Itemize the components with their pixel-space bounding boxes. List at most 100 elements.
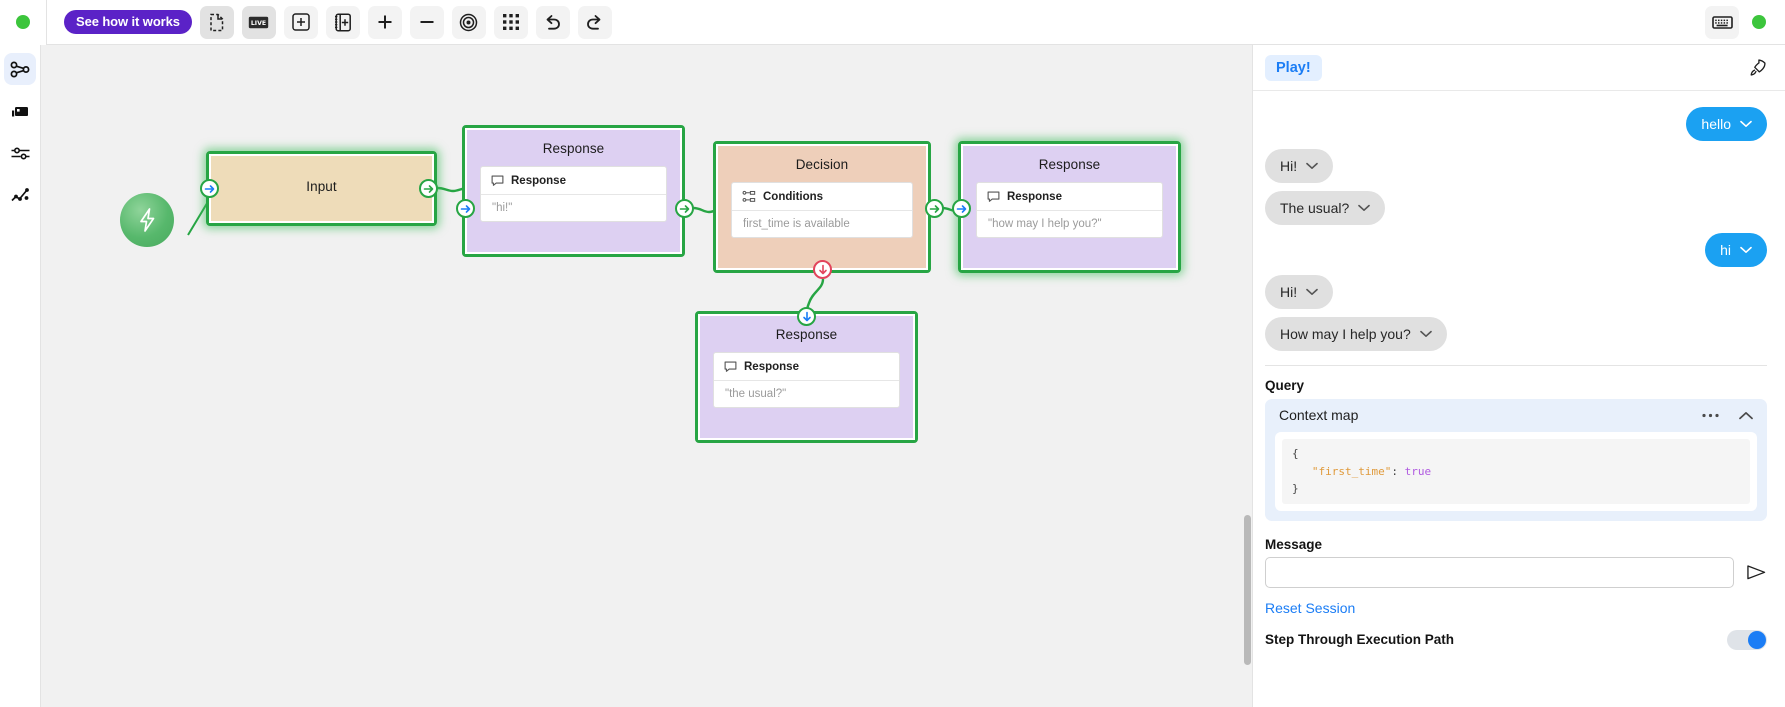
flow-canvas[interactable]: Input Response Response "hi!" Decision [41, 45, 1252, 707]
chat-bubble-icon [987, 191, 1000, 202]
port-input-out[interactable] [419, 179, 438, 198]
chat-bubble-user[interactable]: hi [1705, 233, 1767, 267]
chevron-down-icon [1306, 288, 1318, 295]
keyboard-icon[interactable] [1705, 5, 1739, 39]
test-panel-header: Play! [1253, 45, 1785, 91]
step-through-toggle[interactable] [1727, 629, 1767, 650]
toolbar-button-group: See how it works LIVE [47, 0, 612, 45]
message-label: Message [1265, 536, 1323, 552]
node-field-header: Response [977, 183, 1162, 211]
message-input[interactable] [1265, 556, 1734, 588]
node-decision[interactable]: Decision Conditions first_time is availa… [713, 141, 931, 273]
code-close-brace: } [1292, 482, 1299, 496]
see-how-it-works-badge[interactable]: See how it works [64, 10, 192, 34]
status-dot-green [16, 15, 30, 29]
svg-text:LIVE: LIVE [251, 19, 266, 26]
node-field-label: Response [1007, 190, 1062, 203]
node-title: Response [775, 327, 838, 342]
context-map-code[interactable]: { "first_time": true } [1282, 439, 1750, 504]
port-response3-in[interactable] [797, 307, 816, 326]
node-field-label: Response [511, 174, 566, 187]
chat-message-row: How may I help you? [1265, 317, 1767, 351]
node-field[interactable]: Response "hi!" [480, 166, 667, 222]
live-icon[interactable]: LIVE [241, 5, 276, 39]
node-field-value: "how may I help you?" [988, 218, 1102, 230]
chat-message-row: hi [1265, 233, 1767, 267]
zoom-out-icon[interactable] [409, 5, 444, 39]
chat-message-row: Hi! [1265, 149, 1767, 183]
chat-transcript: hello Hi! The usual? hi Hi! [1253, 91, 1785, 351]
redo-icon[interactable] [577, 5, 612, 39]
chat-bubble-bot[interactable]: How may I help you? [1265, 317, 1447, 351]
start-node[interactable] [120, 193, 174, 247]
chat-bubble-bot[interactable]: Hi! [1265, 275, 1334, 309]
chat-bubble-text: Hi! [1280, 158, 1298, 174]
send-icon[interactable] [1746, 563, 1767, 582]
node-input[interactable]: Input [206, 151, 437, 226]
chat-bubble-text: hello [1701, 116, 1731, 132]
window-status-indicator [0, 0, 47, 45]
left-sidebar [0, 45, 41, 707]
code-value: true [1404, 464, 1432, 478]
toggle-knob [1748, 630, 1766, 649]
chevron-up-icon[interactable] [1739, 411, 1753, 420]
chat-message-row: Hi! [1265, 275, 1767, 309]
port-response1-out[interactable] [675, 199, 694, 218]
rocket-icon[interactable] [1748, 58, 1767, 77]
sidebar-item-settings[interactable] [4, 137, 36, 169]
chat-bubble-text: The usual? [1280, 200, 1350, 216]
node-response-1[interactable]: Response Response "hi!" [462, 125, 685, 257]
port-response1-in[interactable] [456, 199, 475, 218]
message-row [1253, 556, 1785, 588]
chat-bubble-text: hi [1720, 242, 1731, 258]
file-page-icon[interactable] [199, 5, 234, 39]
node-title: Input [306, 179, 337, 194]
chat-bubble-bot[interactable]: Hi! [1265, 149, 1334, 183]
node-field-header: Response [481, 167, 666, 195]
node-field[interactable]: Response "the usual?" [713, 352, 900, 408]
chevron-down-icon [1306, 162, 1318, 169]
chat-bubble-bot[interactable]: The usual? [1265, 191, 1386, 225]
node-response-2[interactable]: Response Response "how may I help you?" [958, 141, 1181, 273]
port-decision-out[interactable] [925, 199, 944, 218]
chat-bubble-icon [724, 361, 737, 372]
lightning-icon [139, 208, 154, 232]
chat-bubble-text: How may I help you? [1280, 326, 1411, 342]
port-input-in[interactable] [200, 179, 219, 198]
node-field-header: Conditions [732, 183, 912, 211]
port-response2-in[interactable] [952, 199, 971, 218]
sidebar-item-graph[interactable] [4, 179, 36, 211]
panel-divider [1265, 365, 1767, 366]
node-field[interactable]: Conditions first_time is available [731, 182, 913, 238]
reset-session-link[interactable]: Reset Session [1265, 599, 1356, 616]
node-field-label: Conditions [763, 190, 824, 203]
node-response-3[interactable]: Response Response "the usual?" [695, 311, 918, 443]
zoom-in-icon[interactable] [367, 5, 402, 39]
node-field[interactable]: Response "how may I help you?" [976, 182, 1163, 238]
conditions-icon [742, 190, 756, 202]
target-icon[interactable] [451, 5, 486, 39]
node-title: Response [1038, 157, 1101, 172]
play-button[interactable]: Play! [1265, 54, 1322, 81]
canvas-scrollbar[interactable] [1244, 515, 1251, 665]
chevron-down-icon [1740, 246, 1752, 253]
chat-message-row: The usual? [1265, 191, 1767, 225]
code-key: "first_time" [1311, 464, 1392, 478]
undo-icon[interactable] [535, 5, 570, 39]
ellipsis-icon[interactable] [1702, 413, 1719, 418]
context-map-card: Context map { "first_time": true } [1265, 399, 1767, 521]
context-map-header: Context map [1275, 407, 1757, 423]
sidebar-item-flow[interactable] [4, 53, 36, 85]
grid-icon[interactable] [493, 5, 528, 39]
chat-bubble-user[interactable]: hello [1686, 107, 1767, 141]
code-open-brace: { [1292, 447, 1299, 460]
port-decision-out-bottom[interactable] [813, 260, 832, 279]
context-map-actions [1702, 411, 1753, 420]
sidebar-item-server[interactable] [4, 95, 36, 127]
node-field-value: "hi!" [492, 202, 513, 214]
chat-bubble-icon [491, 175, 504, 186]
step-through-label: Step Through Execution Path [1265, 632, 1455, 648]
add-panel-icon[interactable] [325, 5, 360, 39]
node-field-header: Response [714, 353, 899, 381]
add-box-icon[interactable] [283, 5, 318, 39]
